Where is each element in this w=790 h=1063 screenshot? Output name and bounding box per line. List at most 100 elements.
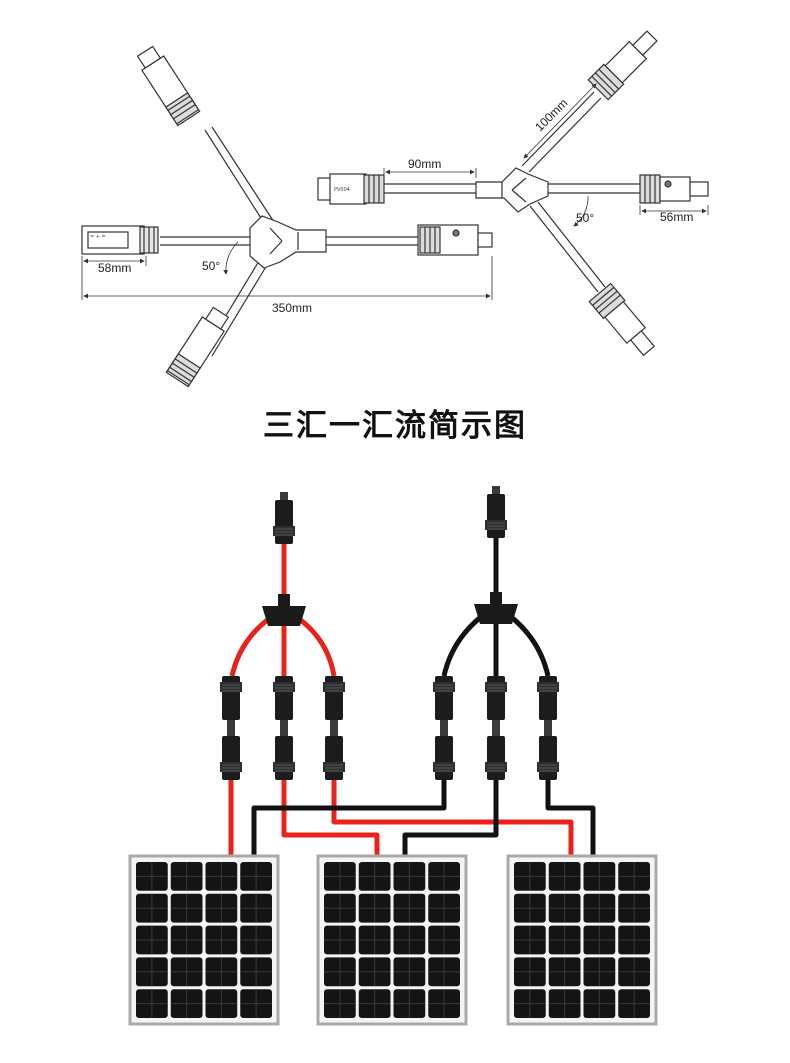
black-branch-connector-1 [433,676,455,728]
solar-cell [324,893,356,923]
red-panel-connector-1 [220,728,242,780]
solar-cell [618,989,650,1018]
solar-cell [358,957,391,987]
left-lower-connector [165,306,230,388]
solar-panel-2 [316,854,468,1026]
black-branch-connector-3 [537,676,559,728]
solar-cell [393,893,426,923]
solar-cell [240,925,272,955]
solar-cell [393,862,426,891]
solar-cell [240,893,272,923]
wiring-diagram [128,486,658,1026]
solar-cell [548,925,581,955]
solar-cell [136,862,168,891]
black-y-branch [474,592,518,624]
red-branch-connector-3 [323,676,345,728]
right-output-connector [639,174,709,204]
solar-cell [618,957,650,987]
red-branch-connector-1 [220,676,242,728]
black-panel-connector-2 [485,728,507,780]
solar-cell [548,989,581,1018]
solar-cell [428,957,460,987]
right-input-connector [317,173,385,205]
red-branch-connector-2 [273,676,295,728]
solar-cell [324,989,356,1018]
solar-cell [324,862,356,891]
solar-cell [548,957,581,987]
solar-cell [583,989,616,1018]
solar-cell [136,893,168,923]
solar-cell [136,989,168,1018]
solar-panel-1 [128,854,280,1026]
solar-cell [170,893,203,923]
solar-cell [618,862,650,891]
solar-cell [170,862,203,891]
solar-cell [393,989,426,1018]
solar-cell [428,893,460,923]
solar-cell [514,893,546,923]
right-upper-connector [587,30,658,101]
solar-cell [583,925,616,955]
solar-cell [514,925,546,955]
solar-cell [205,862,238,891]
solar-cell [583,957,616,987]
solar-cell [205,957,238,987]
positive-cables [228,540,574,858]
right-angle-label: 50° [576,211,594,225]
solar-cell [240,862,272,891]
solar-cell [618,893,650,923]
svg-text:= + =: = + = [90,234,106,240]
solar-cell [324,925,356,955]
solar-cell [514,957,546,987]
right-connector-length-label: 56mm [660,210,693,224]
left-male-connector: = + = [81,225,159,255]
red-output-connector [273,492,295,544]
solar-cell [428,989,460,1018]
black-output-connector [485,486,507,538]
solar-cell [205,989,238,1018]
right-female-connector [417,224,493,256]
left-branch-drawing: = + = [81,45,493,388]
solar-cell [324,957,356,987]
solar-cell [358,862,391,891]
connector-marking: PV004 [334,187,350,193]
solar-cell [428,862,460,891]
solar-cell [170,989,203,1018]
right-lower-connector [588,282,656,357]
right-branch-drawing [317,30,709,357]
solar-cell [170,957,203,987]
solar-cell [240,989,272,1018]
solar-cell [358,893,391,923]
left-connector-length-label: 58mm [98,261,131,275]
solar-cell [393,925,426,955]
solar-cell [514,989,546,1018]
solar-cell [583,862,616,891]
solar-cell [358,925,391,955]
diagram-title: 三汇一汇流简示图 [263,408,527,444]
black-panel-connector-1 [433,728,455,780]
solar-cell [618,925,650,955]
solar-cell [205,925,238,955]
negative-cables [251,538,596,858]
solar-cell [548,893,581,923]
solar-cell [136,957,168,987]
solar-cell [358,989,391,1018]
solar-cell [170,925,203,955]
solar-cell [136,925,168,955]
red-panel-connector-3 [323,728,345,780]
black-branch-connector-2 [485,676,507,728]
red-y-branch [262,594,306,626]
solar-cell [514,862,546,891]
solar-cell [205,893,238,923]
solar-cell [428,925,460,955]
right-branch-length-label: 100mm [532,96,570,134]
solar-panel-3 [506,854,658,1026]
right-input-length-label: 90mm [408,157,441,171]
red-panel-connector-2 [273,728,295,780]
solar-cell [583,893,616,923]
left-angle-label: 50° [202,259,220,273]
solar-cell [548,862,581,891]
black-panel-connector-3 [537,728,559,780]
solar-cell [393,957,426,987]
